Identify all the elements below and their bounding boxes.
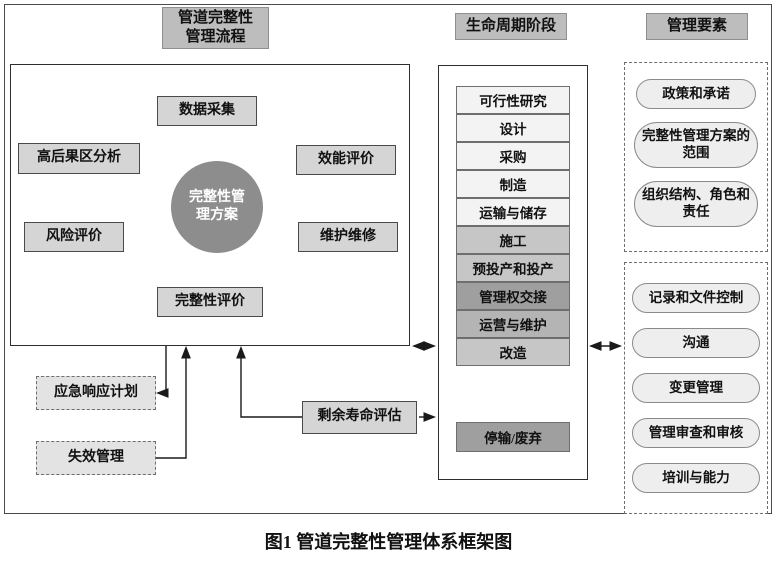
lifecycle-item-abandonment: 停输/废弃 [456, 422, 570, 452]
node-remaining-life-assessment: 剩余寿命评估 [302, 401, 417, 434]
node-data-collection: 数据采集 [157, 96, 257, 126]
node-maintenance-repair: 维护维修 [298, 222, 398, 252]
element-policy-commitment: 政策和承诺 [636, 79, 756, 109]
element-change-management: 变更管理 [632, 373, 760, 403]
node-failure-management: 失效管理 [36, 441, 156, 475]
header-process: 管道完整性 管理流程 [162, 7, 269, 49]
element-org-roles: 组织结构、角色和责任 [634, 181, 758, 227]
lifecycle-item-renovation: 改造 [456, 338, 570, 366]
node-integrity-assessment: 完整性评价 [157, 287, 263, 317]
element-training-competence: 培训与能力 [632, 463, 760, 493]
lifecycle-item-design: 设计 [456, 114, 570, 142]
lifecycle-item-procurement: 采购 [456, 142, 570, 170]
figure-caption: 图1 管道完整性管理体系框架图 [264, 532, 513, 552]
element-plan-scope: 完整性管理方案的范围 [634, 122, 758, 168]
lifecycle-item-feasibility: 可行性研究 [456, 86, 570, 114]
lifecycle-item-manufacturing: 制造 [456, 170, 570, 198]
lifecycle-item-handover: 管理权交接 [456, 282, 570, 310]
lifecycle-item-operation-maintenance: 运营与维护 [456, 310, 570, 338]
node-performance-evaluation: 效能评价 [296, 145, 396, 175]
header-elements: 管理要素 [646, 13, 748, 40]
node-hca-analysis: 高后果区分析 [18, 143, 140, 174]
node-integrity-plan-circle: 完整性管 理方案 [171, 161, 263, 253]
node-emergency-response-plan: 应急响应计划 [36, 376, 156, 410]
lifecycle-item-transport-storage: 运输与储存 [456, 198, 570, 226]
node-risk-assessment: 风险评价 [24, 222, 124, 252]
lifecycle-item-construction: 施工 [456, 226, 570, 254]
element-review-audit: 管理审查和审核 [632, 418, 760, 448]
header-lifecycle: 生命周期阶段 [455, 13, 567, 40]
element-communication: 沟通 [632, 328, 760, 358]
element-records-control: 记录和文件控制 [632, 283, 760, 313]
lifecycle-item-precommissioning: 预投产和投产 [456, 254, 570, 282]
